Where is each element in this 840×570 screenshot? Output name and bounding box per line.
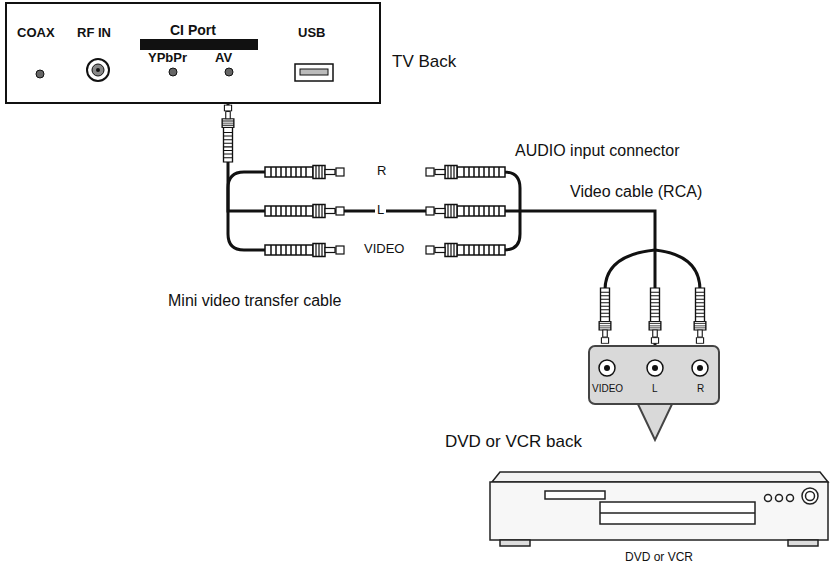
caption-label: Mini video transfer cable (166, 292, 343, 310)
tv-back-panel: COAXRF INCI PortYPbPrAVUSBTV Back (5, 2, 381, 104)
panel-jacks (590, 347, 718, 403)
port-label: USB (298, 26, 325, 41)
port-label: L (652, 383, 658, 395)
panel-jacks (7, 4, 379, 102)
port-label: AV (215, 51, 232, 66)
plug-label: L (375, 203, 386, 218)
panel-heading: TV Back (392, 52, 456, 72)
caption-label: Video cable (RCA) (568, 183, 704, 201)
dvd-player: DVD or VCR (485, 468, 833, 566)
port-label: COAX (17, 26, 55, 41)
dvd-back-panel: VIDEO L R (588, 345, 720, 405)
port-label: CI Port (170, 22, 216, 38)
plug-label: VIDEO (362, 242, 406, 257)
port-label: R (697, 383, 704, 395)
caption-label: DVD or VCR back (443, 432, 584, 452)
port-label: VIDEO (592, 383, 623, 395)
port-label: RF IN (77, 26, 111, 41)
plug-label: R (375, 164, 388, 179)
port-label: YPbPr (148, 51, 187, 66)
panel-heading: DVD or VCR (625, 551, 693, 565)
caption-label: AUDIO input connector (513, 142, 682, 160)
